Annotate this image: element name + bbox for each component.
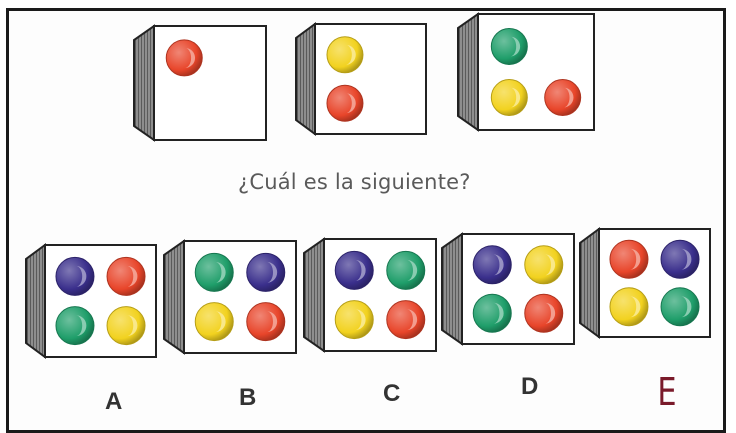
yellow-marble-icon	[194, 302, 234, 342]
option-label-a[interactable]: A	[105, 388, 123, 415]
red-marble-icon	[246, 302, 286, 342]
red-marble-icon	[106, 256, 146, 296]
card-side-face	[303, 237, 325, 353]
card-front-face	[323, 238, 437, 352]
option-label-e[interactable]: E	[657, 370, 677, 414]
option-card-c[interactable]	[302, 237, 438, 353]
red-marble-icon	[524, 293, 564, 333]
card-front-face	[183, 240, 297, 354]
card-side-face	[163, 239, 185, 355]
blue-marble-icon	[246, 252, 286, 292]
card-side-face	[441, 232, 463, 346]
red-marble-icon	[609, 239, 649, 279]
card-front-face	[461, 233, 575, 345]
green-marble-icon	[660, 287, 700, 327]
red-marble-icon	[544, 79, 582, 117]
red-marble-icon	[386, 300, 426, 340]
option-label-c[interactable]: C	[383, 380, 401, 407]
option-label-b[interactable]: B	[239, 384, 257, 411]
blue-marble-icon	[472, 245, 512, 285]
green-marble-icon	[386, 250, 426, 290]
green-marble-icon	[490, 27, 528, 65]
red-marble-icon	[165, 39, 203, 77]
card-front-face	[44, 244, 157, 358]
option-card-d[interactable]	[440, 232, 576, 346]
sequence-card-3	[457, 12, 595, 132]
yellow-marble-icon	[524, 245, 564, 285]
card-front-face	[153, 25, 267, 141]
yellow-marble-icon	[490, 79, 528, 117]
option-card-e[interactable]	[578, 227, 712, 339]
blue-marble-icon	[660, 239, 700, 279]
green-marble-icon	[194, 252, 234, 292]
yellow-marble-icon	[106, 306, 146, 346]
yellow-marble-icon	[334, 300, 374, 340]
green-marble-icon	[472, 293, 512, 333]
option-card-b[interactable]	[162, 239, 298, 355]
blue-marble-icon	[334, 250, 374, 290]
yellow-marble-icon	[609, 287, 649, 327]
question-text: ¿Cuál es la siguiente?	[238, 170, 471, 194]
card-side-face	[457, 12, 479, 132]
card-front-face	[477, 13, 595, 131]
sequence-card-2	[295, 22, 427, 136]
card-front-face	[314, 23, 427, 135]
card-side-face	[295, 22, 316, 136]
yellow-marble-icon	[326, 36, 364, 74]
puzzle-page: ¿Cuál es la siguiente? A B C D E	[6, 8, 726, 433]
card-side-face	[579, 227, 600, 339]
sequence-card-1	[133, 24, 267, 142]
red-marble-icon	[326, 84, 364, 122]
blue-marble-icon	[55, 256, 95, 296]
option-card-a[interactable]	[24, 243, 158, 359]
option-label-d[interactable]: D	[521, 373, 539, 400]
green-marble-icon	[55, 306, 95, 346]
card-side-face	[133, 24, 155, 142]
card-side-face	[25, 243, 46, 359]
